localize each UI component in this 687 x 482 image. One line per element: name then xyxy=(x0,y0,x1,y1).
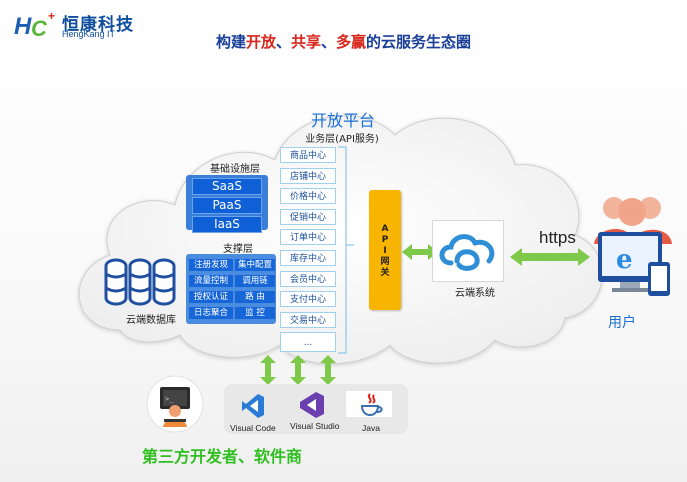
support-item: 调用链 xyxy=(235,275,275,287)
user-devices-icon: e xyxy=(594,197,672,296)
support-item: 集中配置 xyxy=(235,259,275,271)
developer-arrows xyxy=(260,355,336,385)
service-bracket xyxy=(338,146,354,354)
vscode-label: Visual Code xyxy=(230,423,276,433)
svg-text:e: e xyxy=(616,245,633,275)
service-item-more: ... xyxy=(280,332,336,353)
service-item: 交易中心 xyxy=(280,311,336,328)
cloud-system-box xyxy=(432,220,504,282)
https-label: https xyxy=(539,228,576,247)
support-item: 日志聚合 xyxy=(189,307,233,319)
support-item: 监 控 xyxy=(235,307,275,319)
service-list: 商品中心 店铺中心 价格中心 促销中心 订单中心 库存中心 会员中心 支付中心 … xyxy=(280,147,340,357)
developer-icon: >_ xyxy=(146,375,204,433)
infrastructure-label: 基础设施层 xyxy=(210,164,260,175)
service-item: 库存中心 xyxy=(280,249,336,266)
company-logo: H C + 恒康科技 HengKang IT xyxy=(14,8,174,42)
support-box: 注册发现 集中配置 流量控制 调用链 授权认证 路 由 日志聚合 监 控 xyxy=(186,254,276,324)
service-item: 价格中心 xyxy=(280,188,336,205)
cloud-system-label: 云端系统 xyxy=(455,288,495,299)
service-item: 支付中心 xyxy=(280,291,336,308)
logo-mark-icon: H C + xyxy=(14,9,55,40)
svg-text:>_: >_ xyxy=(165,395,174,403)
company-name-en: HengKang IT xyxy=(62,29,116,39)
svg-text:H: H xyxy=(14,13,32,40)
company-name-cn: 恒康科技 xyxy=(62,15,134,34)
support-item: 流量控制 xyxy=(189,275,233,287)
service-item: 店铺中心 xyxy=(280,167,336,184)
api-cloud-arrow xyxy=(402,244,438,260)
vscode-icon xyxy=(242,394,264,418)
developer-title: 第三方开发者、软件商 xyxy=(142,447,303,466)
infra-item-saas: SaaS xyxy=(192,178,262,195)
database-label: 云端数据库 xyxy=(126,315,176,326)
java-icon xyxy=(360,393,383,417)
svg-text:+: + xyxy=(48,9,55,23)
business-layer-label: 业务层(API服务) xyxy=(305,134,379,145)
service-item: 商品中心 xyxy=(280,147,336,163)
https-arrow xyxy=(510,248,590,266)
service-item: 会员中心 xyxy=(280,270,336,287)
support-item: 路 由 xyxy=(235,291,275,303)
svg-text:C: C xyxy=(31,16,48,40)
api-gateway: A P I 网 关 xyxy=(369,190,401,310)
database-icon xyxy=(104,258,176,306)
java-label: Java xyxy=(362,423,380,433)
cloud-system-icon xyxy=(439,234,495,271)
support-item: 授权认证 xyxy=(189,291,233,303)
service-item: 订单中心 xyxy=(280,229,336,246)
visual-studio-label: Visual Studio xyxy=(290,421,340,431)
page-title: 构建开放、共享、多赢的云服务生态圈 xyxy=(215,33,472,51)
service-item: 促销中心 xyxy=(280,208,336,225)
platform-title: 开放平台 xyxy=(310,111,375,130)
infra-item-iaas: IaaS xyxy=(192,216,262,233)
api-gateway-label: A P I 网 关 xyxy=(380,224,390,278)
infra-item-paas: PaaS xyxy=(192,197,262,214)
visual-studio-icon xyxy=(300,392,324,418)
support-item: 注册发现 xyxy=(189,259,233,271)
user-label: 用户 xyxy=(608,315,636,331)
infrastructure-box: SaaS PaaS IaaS xyxy=(186,175,268,233)
support-label: 支撑层 xyxy=(223,244,253,255)
